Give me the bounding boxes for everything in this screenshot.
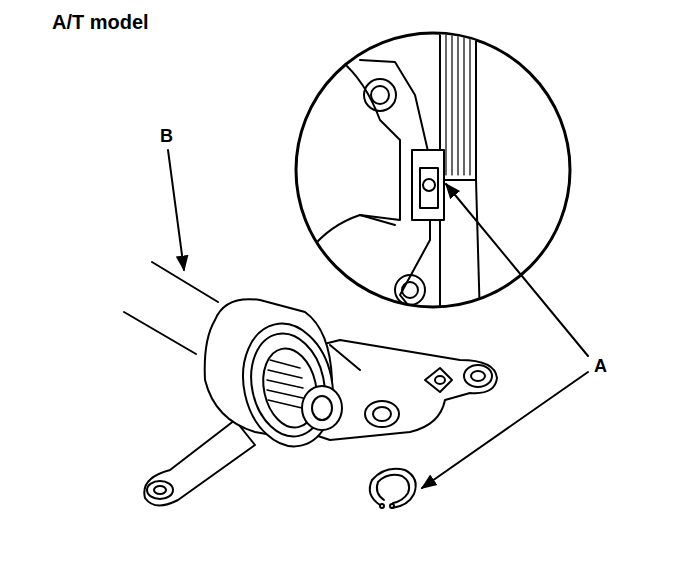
callout-letter: A: [592, 356, 609, 376]
leader-lines: [168, 150, 588, 488]
callout-letter: B: [158, 126, 175, 146]
snap-ring: [370, 469, 416, 508]
bearing-housing: [205, 299, 344, 455]
figure-title: A/T model: [52, 12, 149, 32]
driveshaft: [124, 262, 218, 354]
detail-view: [290, 30, 570, 320]
